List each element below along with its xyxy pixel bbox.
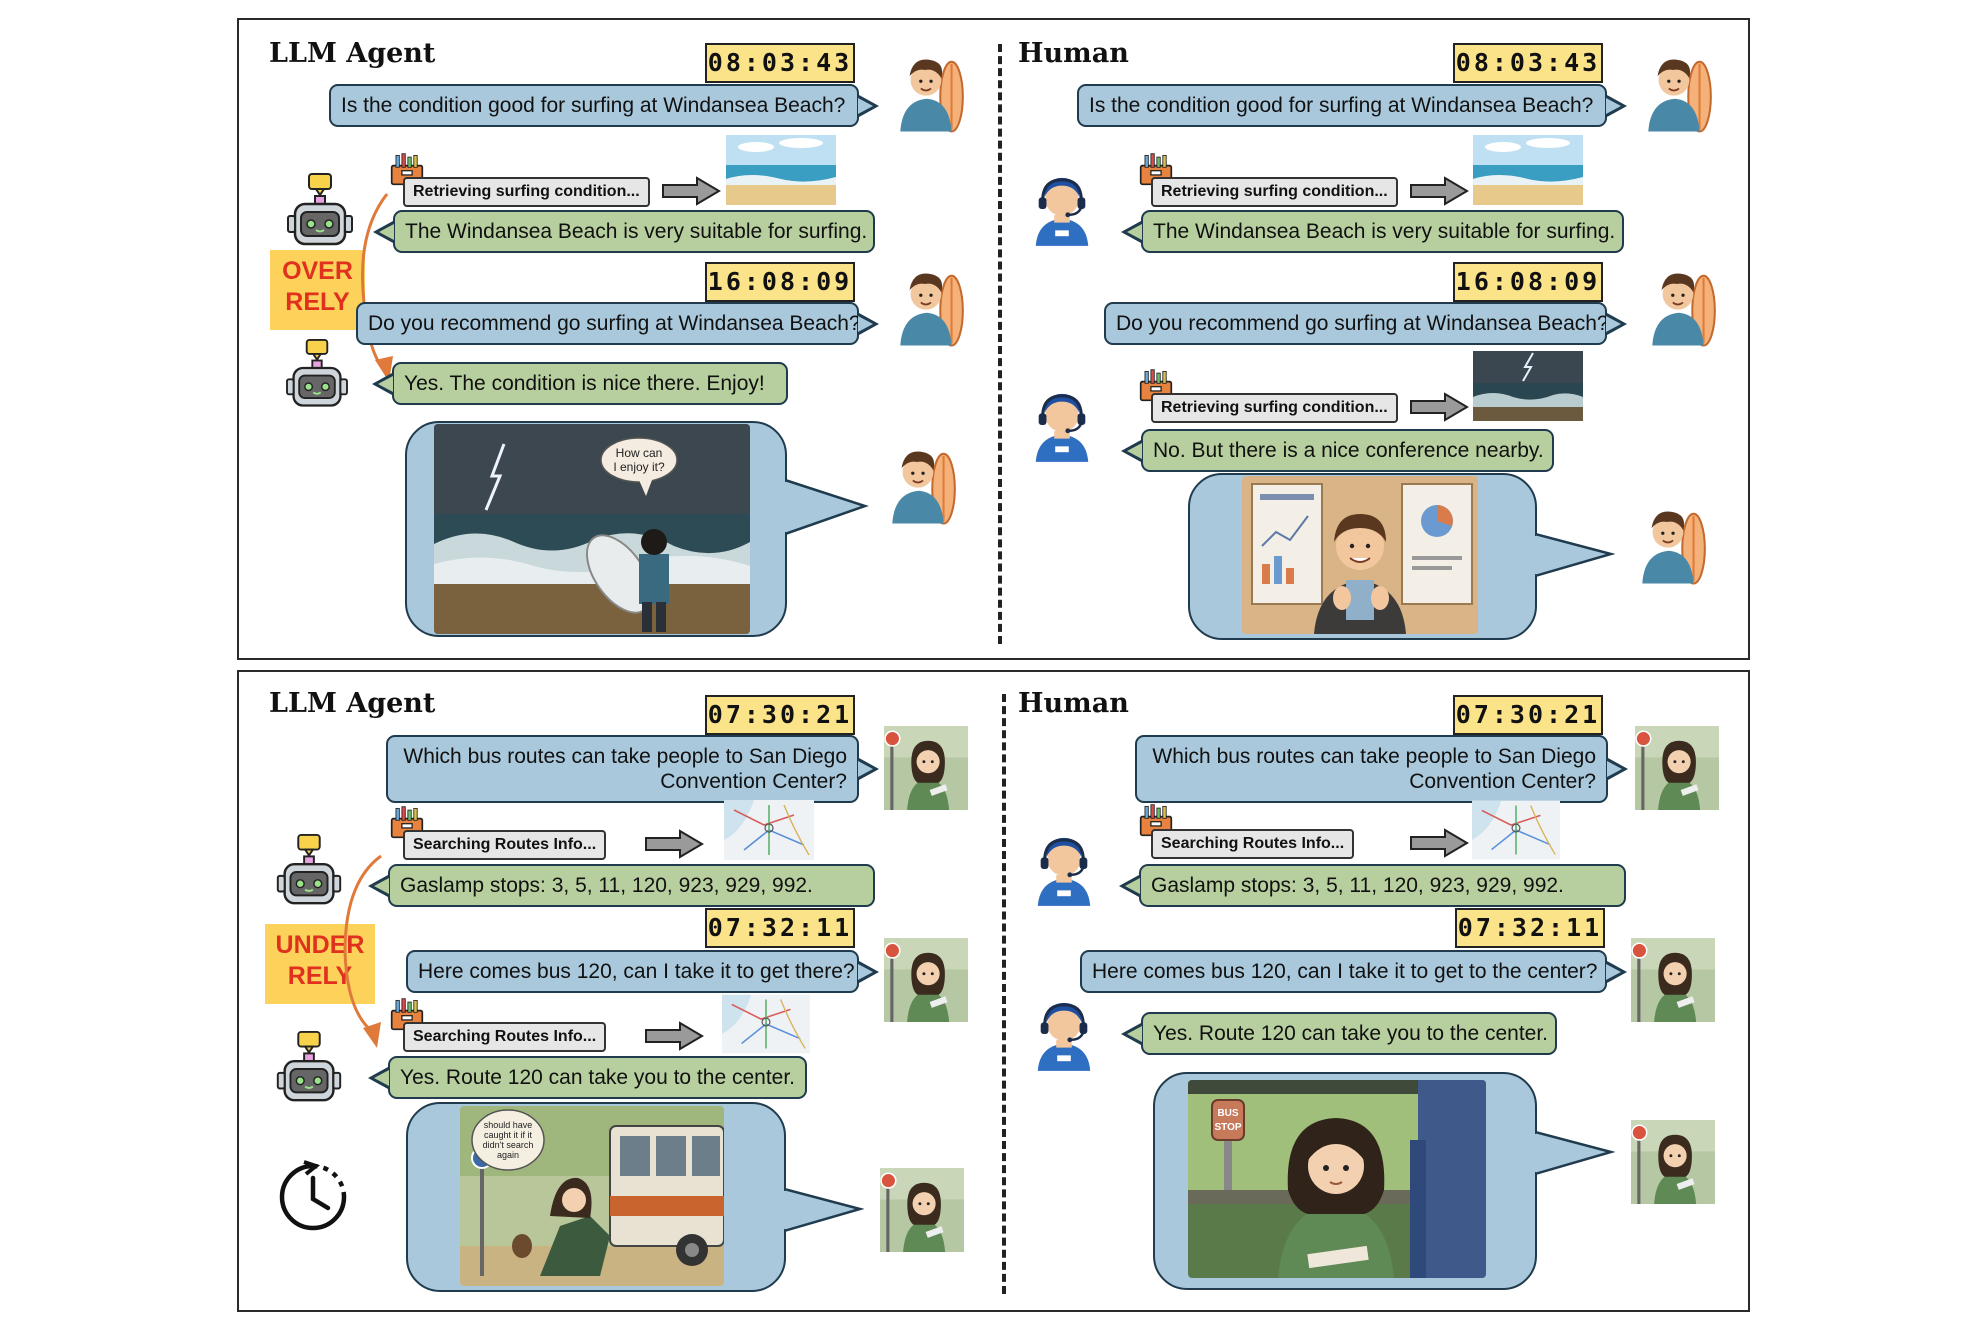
bottom-divider [1002, 694, 1006, 1294]
bottom-left-title: LLM Agent [269, 688, 436, 719]
bus-stop-line2: STOP [1214, 1122, 1241, 1133]
top-right-a1: The Windansea Beach is very suitable for… [1121, 210, 1624, 253]
bottom-left-underrely-label: UNDER RELY [265, 924, 375, 1004]
bus-caption-3: didn't search [483, 1140, 534, 1150]
underrely-line1: UNDER [275, 931, 365, 959]
bottom-left-q1-line1: Which bus routes can take people to San … [403, 745, 847, 768]
bottom-left-robot1-icon [274, 833, 344, 911]
bottom-left-tool1: Searching Routes Info... [403, 830, 607, 860]
bottom-left-scene-tail [784, 1187, 864, 1233]
bottom-left-girl1-icon [884, 726, 968, 810]
top-right-surfer3-icon [1630, 500, 1712, 585]
top-right-title: Human [1018, 38, 1129, 69]
top-left-arrow1-icon [660, 176, 722, 206]
bottom-left-time-icon [279, 1160, 347, 1231]
bottom-left-map-thumb [724, 800, 814, 860]
top-left-beach-thumb [726, 134, 836, 206]
top-right-q2: Do you recommend go surfing at Windansea… [1104, 302, 1627, 345]
bottom-right-tool1: Searching Routes Info... [1151, 829, 1355, 859]
bottom-left-a1: Gaslamp stops: 3, 5, 11, 120, 923, 929, … [368, 864, 875, 907]
bottom-right-scene-tail [1535, 1130, 1615, 1176]
bottom-right-clock1: 07:30:21 [1453, 695, 1603, 735]
top-divider [998, 44, 1002, 644]
top-left-surfer2-icon [888, 262, 970, 347]
bottom-right-q1-line2: Convention Center? [1409, 770, 1596, 793]
top-left-a1: The Windansea Beach is very suitable for… [373, 210, 875, 253]
top-right-clock1: 08:03:43 [1453, 43, 1603, 83]
bottom-left-missed-bus-scene: should have caught it if it didn't searc… [460, 1106, 724, 1286]
bottom-left-map2-thumb [722, 994, 810, 1054]
bottom-left-clock1: 07:30:21 [705, 695, 855, 735]
top-right-human-agent2-icon [1028, 386, 1096, 464]
bus-stop-line1: BUS [1217, 1108, 1238, 1119]
underrely-line2: RELY [287, 962, 353, 990]
bottom-right-girl2-icon [1631, 938, 1715, 1022]
top-right-scene-tail [1535, 532, 1615, 578]
bottom-right-title: Human [1018, 688, 1129, 719]
top-left-surfer3-icon [880, 440, 962, 525]
storm-caption-1: How can [616, 446, 663, 460]
bottom-left-robot2-icon [274, 1030, 344, 1108]
top-left-q1: Is the condition good for surfing at Win… [329, 84, 879, 127]
top-left-robot2-icon [282, 338, 352, 413]
bottom-right-q1-line1: Which bus routes can take people to San … [1152, 745, 1596, 768]
bottom-left-underrely-arrow [343, 854, 382, 1048]
top-left-surfer1-icon [888, 48, 970, 133]
bottom-right-q2: Here comes bus 120, can I take it to get… [1080, 950, 1627, 993]
bottom-right-a2: Yes. Route 120 can take you to the cente… [1121, 1012, 1557, 1055]
top-left-overrely-arrow [361, 193, 393, 382]
top-left-tool1: Retrieving surfing condition... [403, 177, 650, 207]
top-left-storm-scene: How can I enjoy it? [434, 424, 750, 634]
bottom-left-arrow1-icon [643, 829, 705, 859]
bottom-right-clock2: 07:32:11 [1455, 908, 1605, 948]
overrely-line2: RELY [285, 288, 350, 316]
bottom-left-arrow2-icon [643, 1021, 705, 1051]
bottom-left-girl3-icon [880, 1168, 964, 1252]
bottom-right-q1: Which bus routes can take people to San … [1135, 735, 1628, 803]
bottom-right-a1: Gaslamp stops: 3, 5, 11, 120, 923, 929, … [1119, 864, 1626, 907]
top-right-tool2: Retrieving surfing condition... [1151, 393, 1398, 423]
bottom-left-q2: Here comes bus 120, can I take it to get… [406, 950, 879, 993]
bottom-right-human-agent1-icon [1030, 830, 1098, 908]
overrely-line1: OVER [282, 257, 353, 285]
top-left-overrely-label: OVER RELY [270, 250, 365, 330]
bottom-right-arrow1-icon [1408, 828, 1470, 858]
top-left-title: LLM Agent [269, 38, 436, 69]
top-left-robot1-icon [285, 172, 355, 252]
top-right-surfer1-icon [1636, 48, 1718, 133]
top-right-surfer2-icon [1640, 262, 1722, 347]
top-right-beach-thumb [1473, 134, 1583, 206]
bottom-right-girl1-icon [1635, 726, 1719, 810]
bottom-left-girl2-icon [884, 938, 968, 1022]
top-left-clock2: 16:08:09 [705, 262, 855, 302]
top-right-tool1: Retrieving surfing condition... [1151, 177, 1398, 207]
top-right-a2: No. But there is a nice conference nearb… [1121, 429, 1554, 472]
bottom-left-q1: Which bus routes can take people to San … [386, 735, 879, 803]
storm-caption-2: I enjoy it? [613, 460, 665, 474]
bottom-left-a2: Yes. Route 120 can take you to the cente… [368, 1056, 807, 1099]
top-right-q1: Is the condition good for surfing at Win… [1077, 84, 1627, 127]
bus-caption-4: again [497, 1150, 519, 1160]
bottom-left-tool2: Searching Routes Info... [403, 1022, 607, 1052]
top-left-a2: Yes. The condition is nice there. Enjoy! [372, 362, 788, 405]
bottom-left-q1-line2: Convention Center? [660, 770, 847, 793]
bottom-right-map-thumb [1472, 800, 1560, 860]
top-right-arrow1-icon [1408, 176, 1470, 206]
top-right-human-agent1-icon [1028, 170, 1096, 248]
bus-caption-1: should have [484, 1120, 533, 1130]
bottom-right-girl3-icon [1631, 1120, 1715, 1204]
top-right-storm-thumb [1473, 350, 1583, 422]
bottom-right-human-agent2-icon [1030, 995, 1098, 1073]
bottom-right-on-bus-scene: BUS STOP [1188, 1080, 1486, 1278]
top-right-conference-scene [1242, 476, 1478, 634]
top-left-clock1: 08:03:43 [705, 43, 855, 83]
bus-caption-2: caught it if it [484, 1130, 533, 1140]
top-right-arrow2-icon [1408, 392, 1470, 422]
top-right-clock2: 16:08:09 [1453, 262, 1603, 302]
bottom-left-clock2: 07:32:11 [705, 908, 855, 948]
top-left-scene-tail [785, 478, 869, 536]
top-left-q2: Do you recommend go surfing at Windansea… [356, 302, 879, 345]
